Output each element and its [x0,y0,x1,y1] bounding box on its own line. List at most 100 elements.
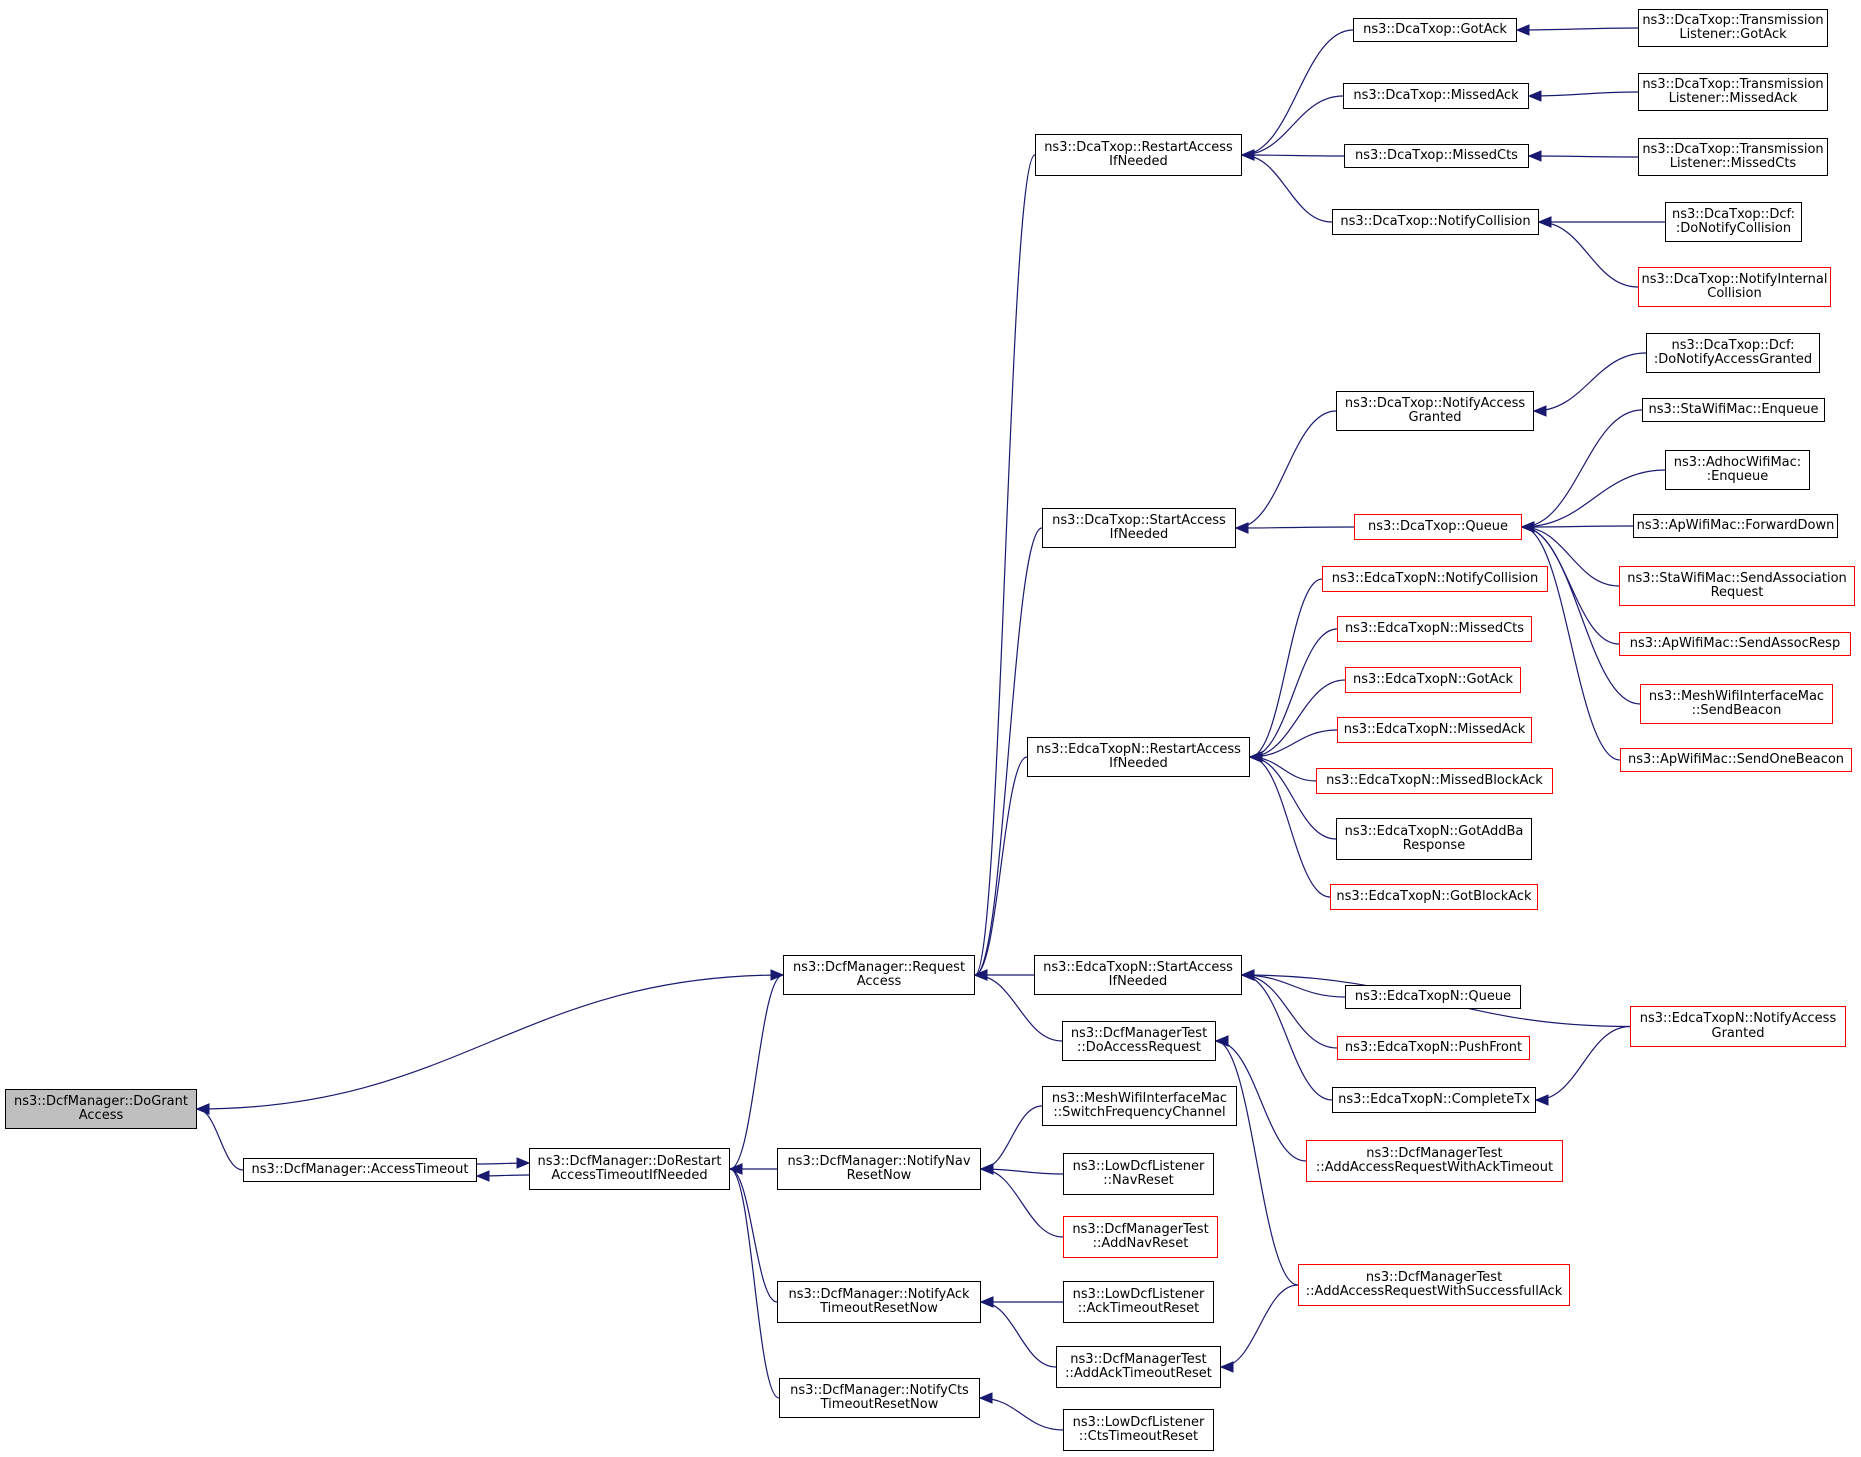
node-low-navreset[interactable]: ns3::LowDcfListener ::NavReset [1063,1153,1214,1195]
node-edca-missedcts[interactable]: ns3::EdcaTxopN::MissedCts [1337,616,1532,642]
node-label: ns3::LowDcfListener ::NavReset [1072,1158,1205,1188]
node-label: ns3::DcfManager::Request Access [792,959,966,989]
node-edca-pushfront[interactable]: ns3::EdcaTxopN::PushFront [1337,1036,1530,1060]
node-dca-start[interactable]: ns3::DcaTxop::StartAccess IfNeeded [1042,508,1236,548]
edge-test-addaccesssucc-to-test-doaccess [1214,1035,1299,1286]
node-label: ns3::EdcaTxopN::NotifyAccess Granted [1639,1011,1837,1041]
node-label: ns3::DcaTxop::Transmission Listener::Mis… [1642,76,1824,106]
node-edca-notifycoll[interactable]: ns3::EdcaTxopN::NotifyCollision [1322,566,1548,592]
edge-tl-missedcts-to-dca-missedcts [1527,150,1639,162]
node-label: ns3::MeshWifiInterfaceMac ::SendBeacon [1648,688,1825,718]
node-low-ctsreset[interactable]: ns3::LowDcfListener ::CtsTimeoutReset [1063,1409,1214,1451]
node-label: ns3::DcfManagerTest ::AddAccessRequestWi… [1315,1145,1554,1175]
node-dca-notifyaccess[interactable]: ns3::DcaTxop::NotifyAccess Granted [1336,391,1534,431]
edge-dca-restart-to-requestaccess [973,154,1036,981]
node-edca-missedack[interactable]: ns3::EdcaTxopN::MissedAck [1337,717,1532,743]
edge-sta-enqueue-to-dca-queue [1520,409,1643,533]
node-label: ns3::EdcaTxopN::NotifyCollision [1331,570,1539,586]
node-dcf-donotifyaccess[interactable]: ns3::DcaTxop::Dcf: :DoNotifyAccessGrante… [1646,333,1820,373]
node-tl-missedcts[interactable]: ns3::DcaTxop::Transmission Listener::Mis… [1638,138,1828,176]
node-edca-missedblockack[interactable]: ns3::EdcaTxopN::MissedBlockAck [1316,768,1553,794]
node-dca-notifycoll[interactable]: ns3::DcaTxop::NotifyCollision [1332,209,1539,235]
node-edca-completetx[interactable]: ns3::EdcaTxopN::CompleteTx [1332,1087,1536,1113]
node-edca-notifyaccess[interactable]: ns3::EdcaTxopN::NotifyAccess Granted [1630,1006,1846,1047]
node-test-doaccess[interactable]: ns3::DcfManagerTest ::DoAccessRequest [1062,1021,1216,1061]
node-label: ns3::DcaTxop::NotifyAccess Granted [1344,395,1526,425]
node-dca-restart[interactable]: ns3::DcaTxop::RestartAccess IfNeeded [1035,134,1242,176]
node-low-ackreset[interactable]: ns3::LowDcfListener ::AckTimeoutReset [1063,1281,1214,1323]
node-label: ns3::DcaTxop::Queue [1367,518,1509,534]
node-label: ns3::AdhocWifiMac: :Enqueue [1673,454,1802,484]
node-label: ns3::DcfManager::NotifyCts TimeoutResetN… [790,1382,969,1412]
node-label: ns3::StaWifiMac::SendAssociation Request [1627,570,1847,600]
node-test-addaccessack[interactable]: ns3::DcfManagerTest ::AddAccessRequestWi… [1306,1140,1563,1182]
node-tl-gotack[interactable]: ns3::DcaTxop::Transmission Listener::Got… [1638,9,1828,47]
node-label: ns3::EdcaTxopN::MissedBlockAck [1326,772,1543,788]
node-label: ns3::DcaTxop::MissedAck [1353,87,1519,103]
node-edca-gotaddba[interactable]: ns3::EdcaTxopN::GotAddBa Response [1336,818,1532,860]
edge-edca-queue-to-edca-start [1240,969,1346,998]
edge-mesh-sendbeacon-to-dca-queue [1520,521,1641,705]
node-dcf-donotifycoll[interactable]: ns3::DcaTxop::Dcf: :DoNotifyCollision [1665,202,1802,242]
node-label: ns3::DcaTxop::Transmission Listener::Got… [1642,12,1824,42]
node-label: ns3::EdcaTxopN::PushFront [1344,1039,1523,1055]
node-test-addnav[interactable]: ns3::DcfManagerTest ::AddNavReset [1063,1216,1218,1258]
node-test-addaccesssucc[interactable]: ns3::DcfManagerTest ::AddAccessRequestWi… [1298,1264,1570,1306]
node-dca-queue[interactable]: ns3::DcaTxop::Queue [1354,514,1522,540]
node-ap-sendonebeacon[interactable]: ns3::ApWifiMac::SendOneBeacon [1620,748,1852,772]
node-ap-sendassocresp[interactable]: ns3::ApWifiMac::SendAssocResp [1619,632,1851,656]
edge-dca-gotack-to-dca-restart [1240,29,1354,161]
node-dca-gotack[interactable]: ns3::DcaTxop::GotAck [1353,18,1517,42]
node-tl-missedack[interactable]: ns3::DcaTxop::Transmission Listener::Mis… [1638,73,1828,111]
node-edca-gotack[interactable]: ns3::EdcaTxopN::GotAck [1345,667,1521,693]
node-edca-queue[interactable]: ns3::EdcaTxopN::Queue [1345,985,1521,1009]
node-label: ns3::EdcaTxopN::GotBlockAck [1336,888,1532,904]
node-ap-forwarddown[interactable]: ns3::ApWifiMac::ForwardDown [1633,514,1838,538]
node-label: ns3::DcfManagerTest ::AddAccessRequestWi… [1305,1269,1563,1299]
node-label: ns3::StaWifiMac::Enqueue [1648,401,1819,417]
node-label: ns3::DcfManager::NotifyNav ResetNow [787,1153,971,1183]
node-label: ns3::ApWifiMac::SendAssocResp [1629,635,1841,651]
node-dorestart[interactable]: ns3::DcfManager::DoRestart AccessTimeout… [529,1148,730,1190]
node-label: ns3::DcaTxop::StartAccess IfNeeded [1052,512,1226,542]
edge-low-ctsreset-to-notifycts [978,1392,1064,1431]
edge-edca-pushfront-to-edca-start [1240,969,1338,1049]
node-label: ns3::DcaTxop::Transmission Listener::Mis… [1642,141,1824,171]
node-test-addack[interactable]: ns3::DcfManagerTest ::AddAckTimeoutReset [1056,1346,1221,1388]
node-notifyack[interactable]: ns3::DcfManager::NotifyAck TimeoutResetN… [777,1281,981,1323]
edge-test-doaccess-to-requestaccess [973,969,1063,1042]
node-dca-missedack[interactable]: ns3::DcaTxop::MissedAck [1343,83,1529,109]
node-edca-start[interactable]: ns3::EdcaTxopN::StartAccess IfNeeded [1034,955,1242,995]
node-dca-notifyinternal[interactable]: ns3::DcaTxop::NotifyInternal Collision [1638,267,1831,307]
node-label: ns3::DcfManager::DoGrant Access [14,1093,188,1123]
edge-test-addack-to-notifyack [979,1296,1057,1368]
node-notifynav[interactable]: ns3::DcfManager::NotifyNav ResetNow [777,1148,981,1190]
node-edca-restart[interactable]: ns3::EdcaTxopN::RestartAccess IfNeeded [1027,737,1250,777]
node-label: ns3::EdcaTxopN::MissedAck [1343,721,1526,737]
node-label: ns3::EdcaTxopN::CompleteTx [1338,1091,1530,1107]
node-accesstimeout[interactable]: ns3::DcfManager::AccessTimeout [243,1158,477,1182]
node-label: ns3::EdcaTxopN::StartAccess IfNeeded [1043,959,1233,989]
node-label: ns3::DcfManager::DoRestart AccessTimeout… [537,1153,722,1183]
node-sta-sendassoc[interactable]: ns3::StaWifiMac::SendAssociation Request [1619,566,1855,606]
node-dogrant: ns3::DcfManager::DoGrant Access [5,1089,197,1129]
edge-edca-notifyaccess-to-edca-completetx [1534,1025,1631,1106]
node-label: ns3::LowDcfListener ::AckTimeoutReset [1072,1286,1205,1316]
edge-dcf-donotifyaccess-to-dca-notifyaccess [1532,352,1647,417]
node-mesh-sendbeacon[interactable]: ns3::MeshWifiInterfaceMac ::SendBeacon [1640,684,1833,724]
node-label: ns3::ApWifiMac::SendOneBeacon [1627,751,1845,767]
edge-requestaccess-to-dogrant [195,974,784,1115]
edge-ap-sendonebeacon-to-dca-queue [1520,521,1621,761]
node-label: ns3::DcfManagerTest ::AddNavReset [1072,1221,1209,1251]
node-mesh-switch[interactable]: ns3::MeshWifiInterfaceMac ::SwitchFreque… [1042,1086,1237,1126]
node-notifycts[interactable]: ns3::DcfManager::NotifyCts TimeoutResetN… [779,1378,980,1418]
node-sta-enqueue[interactable]: ns3::StaWifiMac::Enqueue [1642,398,1825,422]
edge-edca-gotblockack-to-edca-restart [1248,751,1331,898]
node-edca-gotblockack[interactable]: ns3::EdcaTxopN::GotBlockAck [1330,884,1538,910]
node-requestaccess[interactable]: ns3::DcfManager::Request Access [783,955,975,995]
node-label: ns3::DcaTxop::NotifyCollision [1340,213,1531,229]
node-dca-missedcts[interactable]: ns3::DcaTxop::MissedCts [1344,144,1529,168]
edge-dca-queue-to-dca-start [1234,522,1355,534]
node-adhoc-enqueue[interactable]: ns3::AdhocWifiMac: :Enqueue [1665,450,1810,490]
